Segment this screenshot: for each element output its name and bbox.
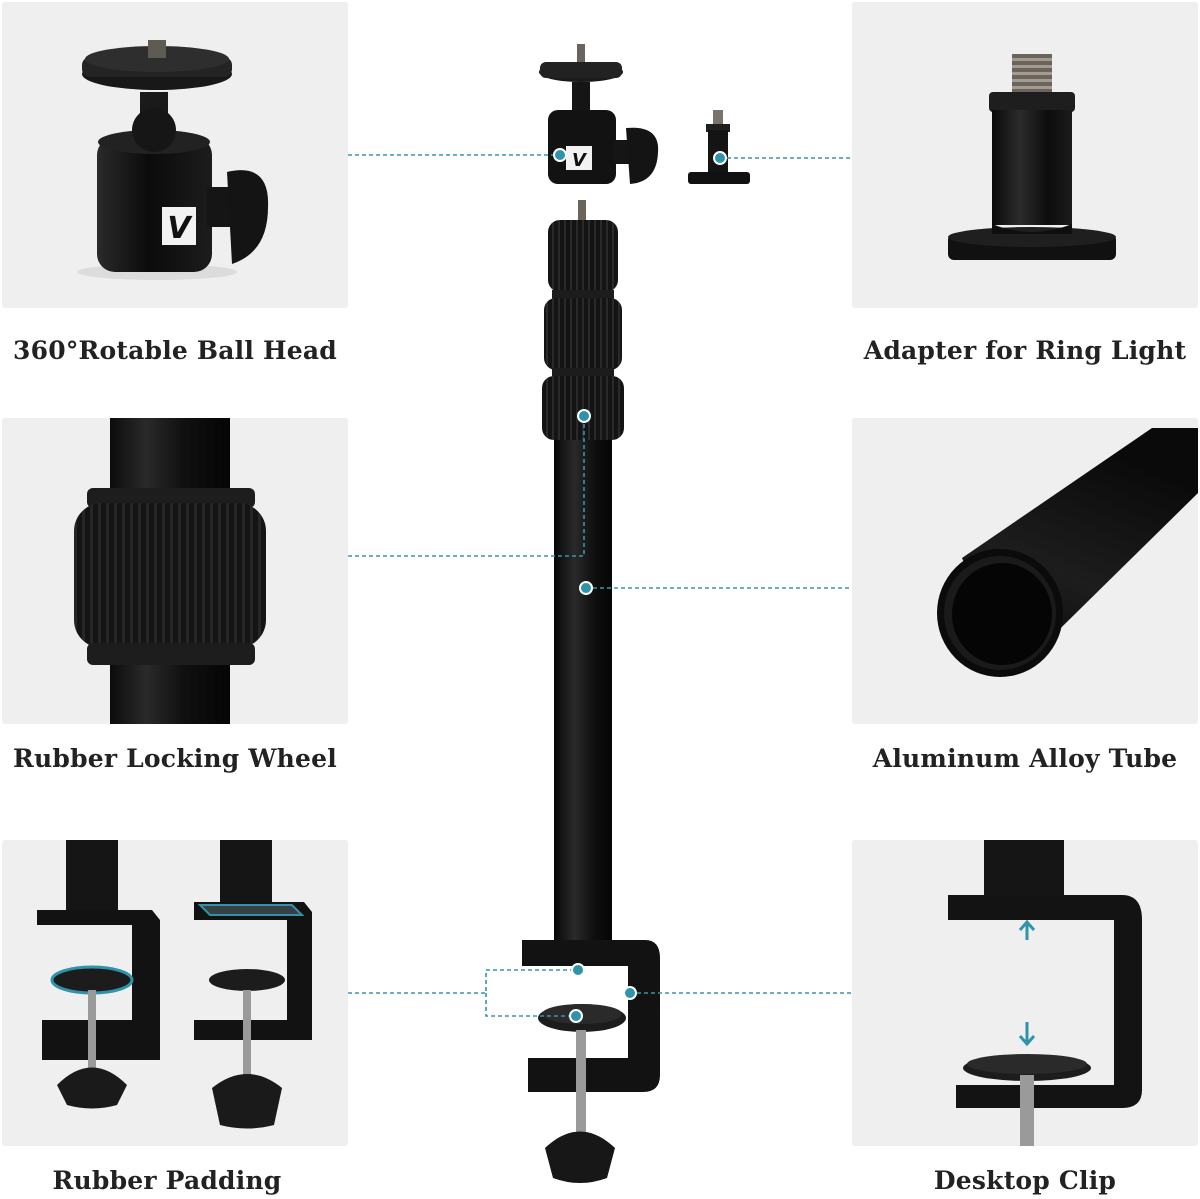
- locking-wheel-image: [2, 418, 348, 724]
- arrow-down-icon: [1018, 1022, 1036, 1047]
- label-ball-head: 360°Rotable Ball Head: [13, 336, 337, 365]
- locking-wheel-illustration: [74, 418, 266, 724]
- label-desktop-clip: Desktop Clip: [933, 1166, 1117, 1195]
- telescopic-pole: [542, 200, 624, 950]
- desktop-clip-illustration: [948, 840, 1142, 1146]
- label-rubber-padding: Rubber Padding: [52, 1166, 282, 1195]
- adapter-illustration: [948, 54, 1116, 260]
- brand-mark-small-icon: V: [572, 150, 588, 171]
- adapter-image: [852, 2, 1198, 308]
- ball-head-illustration: V: [77, 40, 269, 280]
- brand-mark-icon: V: [167, 211, 193, 246]
- rubber-padding-illustration: [37, 840, 312, 1129]
- ball-head-image: V: [2, 2, 348, 308]
- label-adapter: Adapter for Ring Light: [863, 336, 1187, 365]
- tube-illustration: [937, 428, 1198, 677]
- desk-clamp: [522, 940, 660, 1183]
- tube-image: [852, 418, 1198, 724]
- callout-dot-ball-head: [553, 148, 567, 162]
- mini-adapter: [688, 110, 750, 184]
- light-stand-illustration: V: [348, 44, 852, 1183]
- callout-lines: [348, 154, 852, 1017]
- callout-dot-padding-top: [571, 963, 585, 977]
- mini-ball-head: V: [539, 44, 659, 184]
- callout-dot-adapter: [713, 151, 727, 165]
- callout-dot-clip: [623, 986, 637, 1000]
- arrow-up-icon: [1018, 919, 1036, 940]
- callout-dot-padding-bottom: [569, 1009, 583, 1023]
- label-locking-wheel: Rubber Locking Wheel: [13, 744, 337, 773]
- callout-dot-tube: [579, 581, 593, 595]
- callout-dots: [553, 148, 727, 1023]
- label-tube: Aluminum Alloy Tube: [872, 744, 1178, 773]
- rubber-padding-image: [2, 840, 348, 1146]
- callout-dot-locking-wheel: [577, 409, 591, 423]
- desktop-clip-image: [852, 840, 1198, 1146]
